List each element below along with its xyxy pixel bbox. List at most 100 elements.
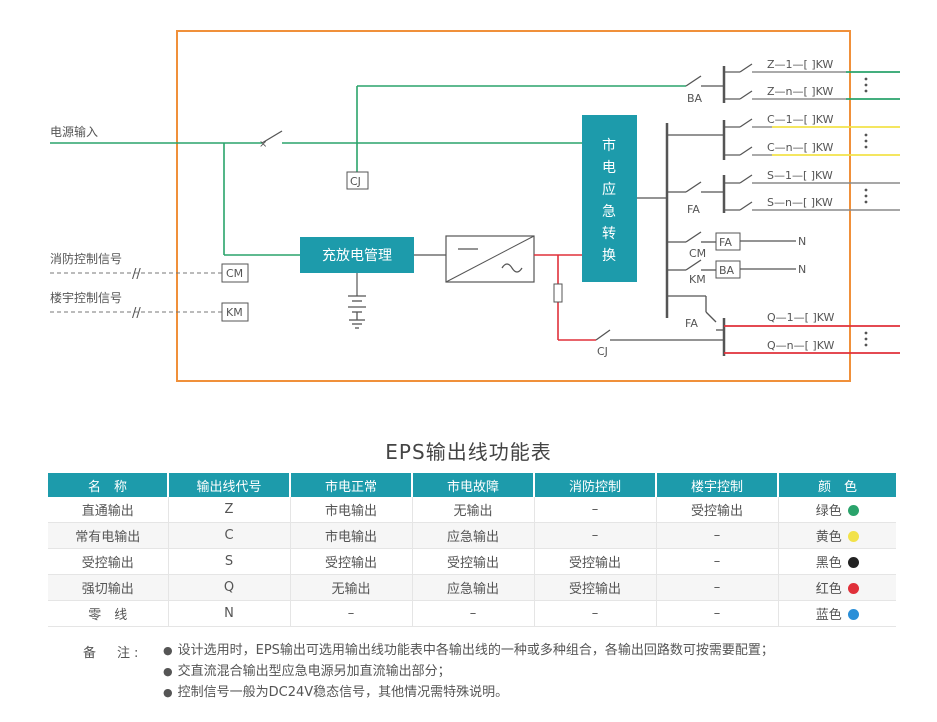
cell-fault: – xyxy=(412,600,535,627)
note-item: 设计选用时，EPS输出可选用输出线功能表中各输出线的一种或多种组合，各输出回路数… xyxy=(163,642,923,663)
table-row: 零 线 N – – – – 蓝色 xyxy=(48,600,896,627)
inverter-diagonal xyxy=(445,235,535,283)
cell-fire: – xyxy=(534,497,657,523)
cm-label-coil: CM xyxy=(689,247,706,260)
cell-code: N xyxy=(168,600,291,627)
output-label: S—1—[ ]KW xyxy=(767,169,833,182)
output-label: Q—n—[ ]KW xyxy=(767,339,835,352)
ba-label: BA xyxy=(687,92,703,105)
color-dot-icon xyxy=(847,531,859,542)
color-dot-icon xyxy=(847,609,859,620)
cm-box xyxy=(221,263,249,283)
header-name: 名 称 xyxy=(48,473,169,497)
input-switch-x-icon: × xyxy=(259,139,267,150)
fa-switch-s xyxy=(685,181,702,193)
cell-code: C xyxy=(168,522,291,549)
cell-normal: 受控输出 xyxy=(290,548,413,575)
n-label-1: N xyxy=(798,235,806,248)
transfer-label: 市 电 应 急 转 换 xyxy=(602,137,616,264)
output-z1: Z—1—[ ]KW xyxy=(724,58,900,73)
cell-name: 受控输出 xyxy=(48,548,169,575)
cell-code: Q xyxy=(168,574,291,601)
transfer-char: 电 xyxy=(602,160,616,176)
cell-normal: 无输出 xyxy=(290,574,413,601)
output-zn: Z—n—[ ]KW xyxy=(724,85,900,100)
color-dot-icon xyxy=(847,583,859,594)
header-code: 输出线代号 xyxy=(168,473,291,497)
cm-switch xyxy=(685,231,702,243)
cell-color: 黄色 xyxy=(778,522,896,549)
cj-switch-bottom xyxy=(595,329,611,341)
km-label: KM xyxy=(226,306,243,319)
header-building: 楼宇控制 xyxy=(656,473,779,497)
cell-color: 黑色 xyxy=(778,548,896,575)
cell-normal: 市电输出 xyxy=(290,497,413,523)
battery-icon xyxy=(348,295,366,329)
cell-name: 常有电输出 xyxy=(48,522,169,549)
note-item: 控制信号一般为DC24V稳态信号，其他情况需特殊说明。 xyxy=(163,684,923,705)
n-label-2: N xyxy=(798,263,806,276)
notes-list: 设计选用时，EPS输出可选用输出线功能表中各输出线的一种或多种组合，各输出回路数… xyxy=(163,642,923,705)
fa-coil-label: FA xyxy=(719,236,732,249)
cell-fire: 受控输出 xyxy=(534,548,657,575)
eps-wiring-diagram: 电源输入 × CJ 消防控制信号 // CM 楼宇控制信号 // KM 充放电管… xyxy=(50,30,900,382)
charger-box xyxy=(300,237,414,273)
cm-label: CM xyxy=(226,267,243,280)
transfer-box xyxy=(582,115,637,282)
transfer-char: 急 xyxy=(602,204,616,220)
header-normal: 市电正常 xyxy=(290,473,413,497)
cj-box-top xyxy=(346,171,369,190)
color-label: 绿色 xyxy=(815,504,842,519)
cj-label-top: CJ xyxy=(350,175,361,188)
table-row: 常有电输出 C 市电输出 应急输出 – – 黄色 xyxy=(48,522,896,549)
table-title: EPS输出线功能表 xyxy=(385,440,552,464)
notes-label: 备 注: xyxy=(83,646,143,661)
output-label: C—1—[ ]KW xyxy=(767,113,834,126)
fa-label-q: FA xyxy=(685,317,698,330)
color-label: 红色 xyxy=(815,582,842,597)
fuse-icon xyxy=(553,283,563,303)
output-label: Q—1—[ ]KW xyxy=(767,311,835,324)
output-label: S—n—[ ]KW xyxy=(767,196,833,209)
cell-name: 零 线 xyxy=(48,600,169,627)
output-function-table: 名 称 输出线代号 市电正常 市电故障 消防控制 楼宇控制 颜 色 直通输出 Z… xyxy=(48,473,896,627)
table-row: 强切输出 Q 无输出 应急输出 受控输出 – 红色 xyxy=(48,574,896,601)
cell-normal: – xyxy=(290,600,413,627)
cell-building: – xyxy=(656,522,779,549)
output-sn: S—n—[ ]KW xyxy=(724,196,900,211)
km-box xyxy=(221,302,249,322)
km-label-coil: KM xyxy=(689,273,706,286)
cell-normal: 市电输出 xyxy=(290,522,413,549)
cell-color: 红色 xyxy=(778,574,896,601)
table-header-row: 名 称 输出线代号 市电正常 市电故障 消防控制 楼宇控制 颜 色 xyxy=(48,473,896,497)
output-s1: S—1—[ ]KW xyxy=(724,169,900,184)
ba-coil-label: BA xyxy=(719,264,735,277)
cell-color: 蓝色 xyxy=(778,600,896,627)
note-item: 交直流混合输出型应急电源另加直流输出部分； xyxy=(163,663,923,684)
cell-building: 受控输出 xyxy=(656,497,779,523)
header-fault: 市电故障 xyxy=(412,473,535,497)
output-cn: C—n—[ ]KW xyxy=(724,141,900,156)
cell-fire: – xyxy=(534,600,657,627)
input-label: 电源输入 xyxy=(50,124,98,139)
cell-fault: 应急输出 xyxy=(412,574,535,601)
cell-building: – xyxy=(656,574,779,601)
cell-fault: 应急输出 xyxy=(412,522,535,549)
cell-name: 直通输出 xyxy=(48,497,169,523)
color-label: 蓝色 xyxy=(815,608,842,623)
color-dot-icon xyxy=(847,557,859,568)
output-label: Z—1—[ ]KW xyxy=(767,58,833,71)
output-q1: Q—1—[ ]KW xyxy=(724,311,900,327)
input-switch xyxy=(261,130,283,144)
ba-switch xyxy=(685,75,702,87)
output-label: Z—n—[ ]KW xyxy=(767,85,833,98)
output-label: C—n—[ ]KW xyxy=(767,141,834,154)
cell-fire: 受控输出 xyxy=(534,574,657,601)
color-dot-icon xyxy=(847,505,859,516)
cell-code: S xyxy=(168,548,291,575)
output-c1: C—1—[ ]KW xyxy=(724,113,900,128)
color-label: 黑色 xyxy=(815,556,842,571)
header-color: 颜 色 xyxy=(778,473,896,497)
color-label: 黄色 xyxy=(815,530,842,545)
fire-signal-slash: // xyxy=(132,267,141,282)
